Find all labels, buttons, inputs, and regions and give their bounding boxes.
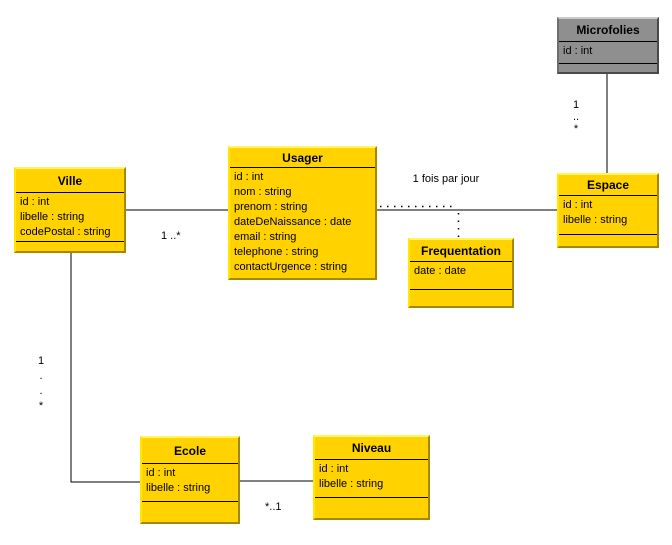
attribute-row: contactUrgence : string — [234, 261, 348, 273]
multiplicity-label-microfolies-espace: 1 .. * — [572, 99, 580, 135]
attribute-row: id : int — [563, 199, 593, 211]
attribute-row: id : int — [563, 45, 593, 57]
edge-ville-ecole[interactable] — [70, 253, 140, 483]
class-microfolies[interactable]: Microfolies id : int — [557, 17, 659, 74]
attribute-row: id : int — [20, 196, 50, 208]
attribute-row: id : int — [319, 463, 349, 475]
class-title: Microfolies — [559, 19, 657, 42]
class-title: Espace — [559, 175, 657, 196]
operations-compartment — [16, 242, 124, 251]
multiplicity-label-ecole-niveau: *..1 — [265, 501, 282, 513]
multiplicity-label-ville-ecole: 1 . . * — [37, 355, 45, 412]
attribute-row: libelle : string — [563, 214, 628, 226]
class-title: Frequentation — [410, 240, 512, 262]
attribute-row: libelle : string — [20, 211, 85, 223]
operations-compartment — [315, 498, 428, 518]
attribute-compartment: id : int — [559, 42, 657, 64]
attribute-row: dateDeNaissance : date — [234, 216, 352, 228]
attribute-compartment: id : int libelle : string — [559, 196, 657, 235]
class-title: Niveau — [315, 437, 428, 460]
class-title: Ecole — [142, 438, 238, 464]
class-espace[interactable]: Espace id : int libelle : string — [557, 173, 659, 248]
class-ville[interactable]: Ville id : int libelle : string codePost… — [14, 167, 126, 253]
class-frequentation[interactable]: Frequentation date : date — [408, 238, 514, 308]
attribute-compartment: id : int libelle : string codePostal : s… — [16, 193, 124, 242]
operations-compartment — [559, 64, 657, 72]
attribute-row: codePostal : string — [20, 226, 111, 238]
operations-compartment — [559, 235, 657, 246]
attribute-compartment: id : int libelle : string — [142, 464, 238, 502]
attribute-row: libelle : string — [319, 478, 384, 490]
attribute-compartment: id : int libelle : string — [315, 460, 428, 498]
operations-compartment — [410, 290, 512, 306]
multiplicity-label-ville-usager: 1 ..* — [161, 230, 181, 242]
class-ecole[interactable]: Ecole id : int libelle : string — [140, 436, 240, 524]
attribute-compartment: date : date — [410, 262, 512, 290]
class-title: Usager — [230, 148, 375, 168]
class-usager[interactable]: Usager id : int nom : string prenom : st… — [228, 146, 377, 280]
class-niveau[interactable]: Niveau id : int libelle : string — [313, 435, 430, 520]
attribute-row: id : int — [234, 171, 264, 183]
attribute-row: date : date — [414, 265, 466, 277]
attribute-row: id : int — [146, 467, 176, 479]
attribute-row: email : string — [234, 231, 297, 243]
attribute-compartment: id : int nom : string prenom : string da… — [230, 168, 375, 278]
attribute-row: prenom : string — [234, 201, 308, 213]
attribute-row: nom : string — [234, 186, 292, 198]
operations-compartment — [142, 502, 238, 522]
association-name-usager-espace: 1 fois par jour — [412, 173, 480, 185]
attribute-row: telephone : string — [234, 246, 319, 258]
attribute-row: libelle : string — [146, 482, 211, 494]
class-title: Ville — [16, 169, 124, 193]
